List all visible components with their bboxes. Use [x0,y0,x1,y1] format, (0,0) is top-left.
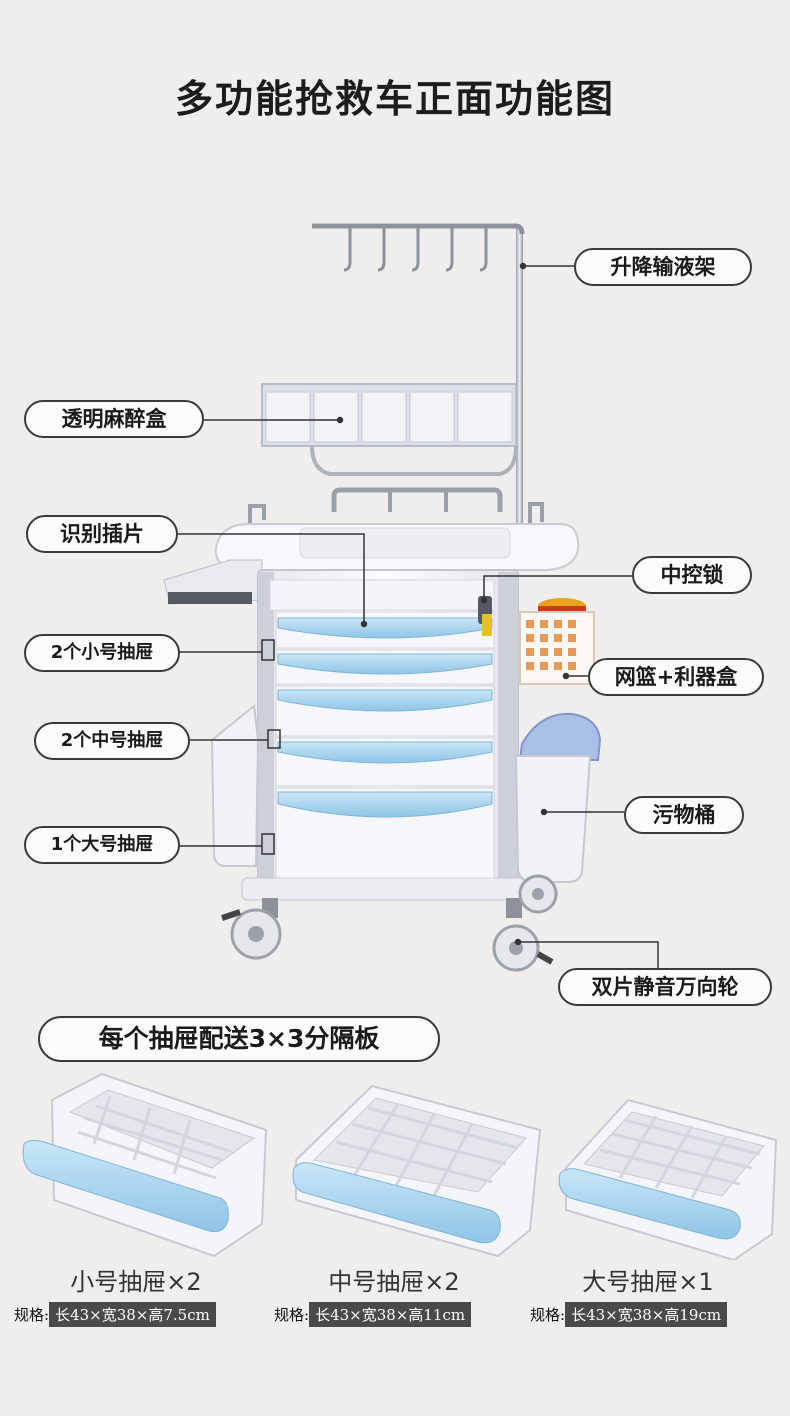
spec-value: 长43×宽38×高7.5cm [49,1302,216,1327]
drawer-tray-large [558,1098,778,1260]
waste-bin [514,712,602,883]
callout-small-drawers: 2个小号抽屉 [24,634,180,672]
side-bin-left [210,704,260,867]
callout-medium-drawers: 2个中号抽屉 [34,722,190,760]
callout-iv-pole: 升降输液架 [574,248,752,286]
iv-pole [312,223,525,548]
leader-lines [178,262,659,968]
drawer-trays [22,1072,778,1260]
anesthesia-box [261,383,518,476]
callout-casters: 双片静音万向轮 [558,968,772,1006]
drawers [275,611,495,879]
spec-value: 长43×宽38×高19cm [565,1302,728,1327]
basket [519,598,595,685]
side-shelf [163,559,263,605]
spec-medium: 规格:长43×宽38×高11cm [274,1302,472,1327]
drawer-label-large: 大号抽屉×1 [582,1268,714,1296]
drawer-label-medium: 中号抽屉×2 [328,1268,460,1296]
spec-large: 规格:长43×宽38×高19cm [530,1302,728,1327]
central-lock [478,596,492,636]
callout-central-lock: 中控锁 [632,556,752,594]
cart-illustration [163,223,659,972]
drawer-tray-medium [292,1084,542,1258]
spec-key: 规格: [14,1306,50,1324]
page-title: 多功能抢救车正面功能图 [174,77,615,121]
drawer-tray-small [22,1072,268,1258]
callout-id-insert: 识别插片 [26,515,178,553]
callout-large-drawer: 1个大号抽屉 [24,826,180,864]
callout-anesthesia-box: 透明麻醉盒 [24,400,204,438]
spec-value: 长43×宽38×高11cm [309,1302,472,1327]
casters [221,874,558,972]
section-title: 每个抽屉配送3×3分隔板 [38,1016,440,1062]
top-tray [214,487,580,571]
callout-waste-bin: 污物桶 [624,796,744,834]
spec-small: 规格:长43×宽38×高7.5cm [14,1302,216,1327]
spec-key: 规格: [274,1306,310,1324]
callout-basket: 网篮+利器盒 [588,658,764,696]
drawer-label-small: 小号抽屉×2 [70,1268,202,1296]
spec-key: 规格: [530,1306,566,1324]
